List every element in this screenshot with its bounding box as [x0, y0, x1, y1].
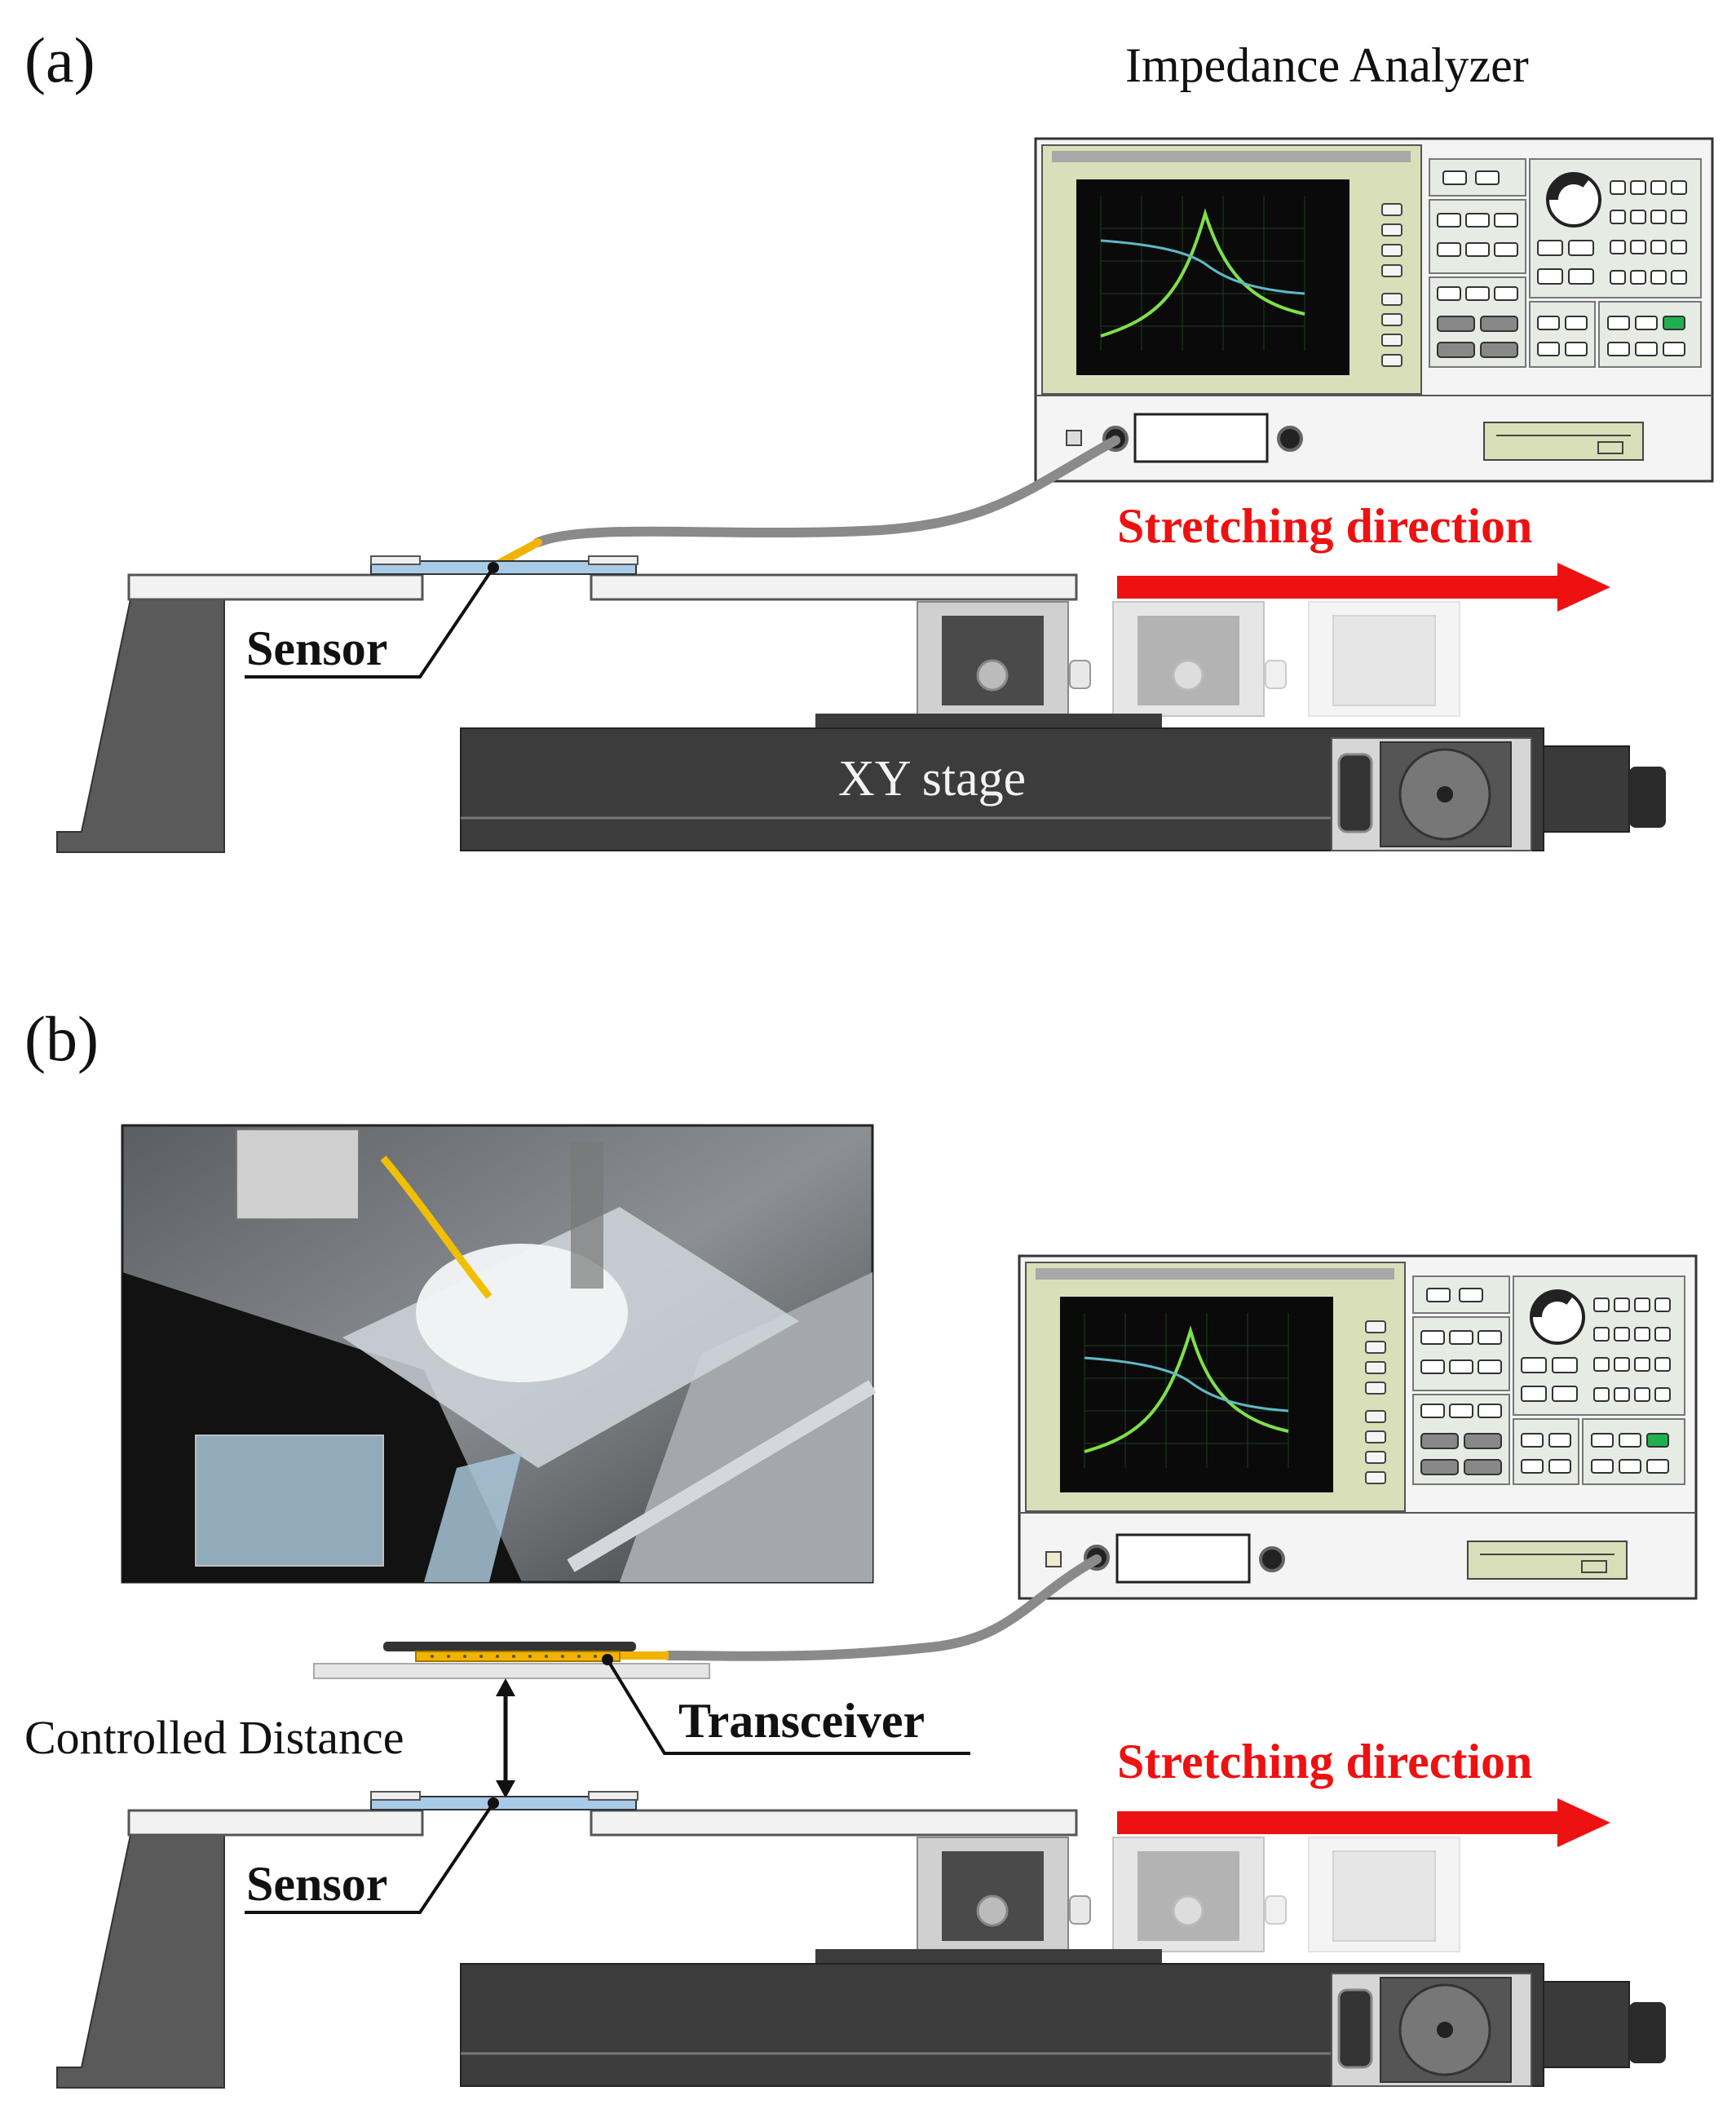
stage-label-a: XY stage — [838, 751, 1026, 807]
sensor-label-a: Sensor — [246, 621, 387, 675]
right-plate-a — [590, 573, 1078, 601]
left-mount-a — [56, 599, 225, 853]
sensor-leader-b — [245, 1801, 495, 1914]
analyzer-title: Impedance Analyzer — [1125, 38, 1529, 92]
sensor-leader-a — [245, 566, 495, 679]
direction-label-b: Stretching direction — [1117, 1735, 1532, 1788]
serial-port-icon — [1337, 1988, 1373, 2069]
cable-a — [533, 435, 1120, 547]
analyzer-keypad-a — [1429, 158, 1702, 368]
status-led-b — [1646, 1433, 1669, 1448]
phase-curve-a — [1100, 239, 1305, 295]
transceiver-label: Transceiver — [678, 1694, 925, 1748]
serial-port-icon — [1337, 753, 1373, 833]
cable-b — [664, 1554, 1102, 1661]
analyzer-screen-b — [1060, 1297, 1333, 1492]
stretching-arrow-b — [1117, 1811, 1562, 1834]
transceiver — [313, 1642, 710, 1679]
impedance-analyzer-b — [1018, 1254, 1698, 1600]
status-led-a — [1663, 316, 1685, 330]
sensor-strip-b — [370, 1796, 637, 1810]
analyzer-screen-a — [1076, 179, 1349, 375]
analyzer-keypad-b — [1412, 1275, 1685, 1485]
sensor-label-b: Sensor — [246, 1857, 387, 1911]
impedance-analyzer-a — [1034, 137, 1714, 483]
resonance-curve-a — [1100, 208, 1305, 338]
left-plate-a — [127, 573, 424, 601]
sensor-strip-a — [370, 560, 637, 575]
experimental-setup-photo — [121, 1124, 877, 1584]
left-plate-b — [127, 1809, 424, 1837]
resonance-curve-b — [1084, 1325, 1289, 1453]
panel-b: (b) — [24, 1003, 1698, 2089]
direction-label-a: Stretching direction — [1117, 499, 1532, 553]
phase-curve-b — [1084, 1356, 1289, 1412]
stretching-arrow-a — [1117, 576, 1562, 599]
panel-a: (a) Impedance Analyzer — [24, 24, 1714, 853]
panel-b-label: (b) — [24, 1003, 99, 1074]
left-mount-b — [56, 1834, 225, 2089]
stepper-motor-a — [1543, 745, 1630, 833]
distance-label: Controlled Distance — [24, 1711, 404, 1764]
transceiver-leader — [606, 1658, 970, 1755]
panel-a-label: (a) — [24, 24, 95, 95]
right-plate-b — [590, 1809, 1078, 1837]
stepper-motor-b — [1543, 1981, 1630, 2068]
